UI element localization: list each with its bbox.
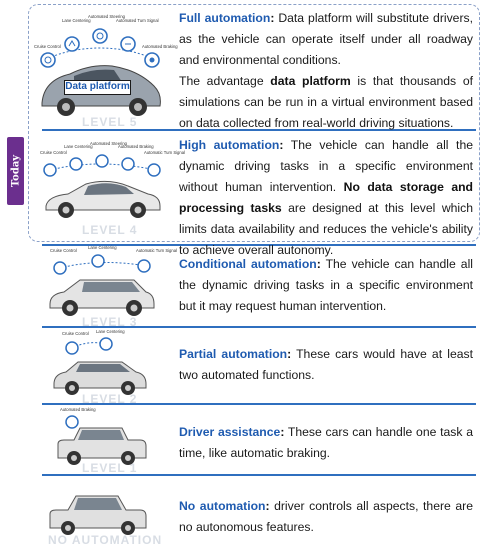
level1-label: LEVEL 1 (82, 461, 137, 475)
level4-feature-5: Automatic Turn Signal (144, 150, 185, 155)
level5-text-2a: The advantage (179, 74, 271, 88)
level3-illustration: LEVEL 3 Cruise Control Lane CenteringAuto… (49, 245, 177, 329)
level2-illustration: LEVEL 2 Cruise Control Lane Centering (53, 329, 147, 406)
level5-feature-3: Automated Turn Signal (116, 18, 159, 23)
separator-5 (42, 474, 476, 476)
level2-label: LEVEL 2 (82, 392, 137, 406)
level3-description: Conditional automation: The vehicle can … (179, 257, 473, 313)
level2-sensor-icon-1 (65, 341, 79, 355)
separator-2 (42, 244, 476, 246)
level5-sensor-icon-5 (144, 52, 160, 68)
level1-feature-1: Automated Braking (60, 407, 96, 412)
level4-sensor-icon-5 (147, 163, 161, 177)
level4-sensor-icon-2 (69, 157, 83, 171)
level5-sensor-icon-2 (64, 36, 80, 52)
level3-feature-1: Cruise Control (50, 248, 77, 253)
level5-sensor-icon-1 (40, 52, 56, 68)
level4-feature-3: Automated Steering (90, 141, 128, 146)
level5-feature-1: Lane Centering (62, 18, 91, 23)
level4-sensor-icon-3 (95, 154, 109, 168)
level5-feature-4: Cruise Control (34, 44, 61, 49)
level4-car-body (45, 180, 161, 211)
level5-text-1: Data platform will substitute drivers, a… (179, 11, 473, 67)
separator-3 (42, 326, 476, 328)
level5-sensor-icon-4 (120, 36, 136, 52)
today-tab: Today (7, 137, 24, 205)
level3-label: LEVEL 3 (82, 315, 137, 329)
data-platform-box: Data platform (64, 80, 131, 95)
level1-sensor-icon-1 (65, 415, 79, 429)
level5-title: Full automation (179, 11, 271, 25)
level2-title: Partial automation (179, 347, 288, 361)
level4-title: High automation (179, 138, 280, 152)
level0-illustration: NO AUTOMATION (48, 495, 161, 547)
level4-label: LEVEL 4 (82, 223, 137, 237)
level4-feature-2: Lane Centering (64, 144, 93, 149)
level1-title: Driver assistance (179, 425, 281, 439)
level4-text-1: The vehicle can handle all the dynamic d… (179, 138, 474, 194)
level3-feature-3: Automatic Turn Signal (136, 248, 177, 253)
level4-feature-1: Cruise Control (40, 150, 67, 155)
level3-feature-2: Lane Centering (88, 245, 117, 250)
level5-text-2c: is that thousands of simulations can be … (179, 74, 473, 130)
level5-feature-5: Automated Braking (142, 44, 178, 49)
level5-label: LEVEL 5 (82, 115, 137, 129)
level0-description: No automation: driver controls all aspec… (179, 499, 473, 534)
level5-sensor-icon-3 (92, 28, 108, 44)
level0-text-1: driver controls all aspects, there are n… (179, 499, 473, 534)
level4-sensor-icon-1 (43, 163, 57, 177)
level4-feature-4: Automated Braking (118, 144, 154, 149)
today-label: Today (10, 154, 21, 188)
separator-1 (42, 129, 476, 131)
level4-sensor-icon-4 (121, 157, 135, 171)
level2-description: Partial automation: These cars would hav… (179, 347, 473, 382)
level2-feature-1: Cruise Control (62, 331, 89, 336)
level3-sensor-icon-3 (137, 259, 151, 273)
level4-text-bold: No data storage and processing tasks (179, 180, 473, 215)
level0-label: NO AUTOMATION (48, 533, 162, 547)
level4-description: High automation: The vehicle can handle … (179, 138, 474, 257)
level3-sensor-icon-1 (53, 261, 67, 275)
level2-sensor-icon-2 (99, 337, 113, 351)
level0-car-body (49, 495, 147, 529)
level1-description: Driver assistance: These cars can handle… (179, 425, 474, 460)
level2-text-1: These cars would have at least two autom… (179, 347, 473, 382)
level5-feature-2: Automated Steering (88, 14, 126, 19)
level3-sensor-icon-2 (91, 254, 105, 268)
today-group-border (28, 4, 480, 242)
level3-title: Conditional automation (179, 257, 317, 271)
level2-feature-2: Lane Centering (96, 329, 125, 334)
level1-text-1: These cars can handle one task a time, l… (179, 425, 474, 460)
level1-illustration: LEVEL 1 Automated Braking (57, 407, 147, 475)
level4-text-2: are designed at this level which limits … (179, 201, 473, 257)
separator-4 (42, 403, 476, 405)
level5-description: Full automation: Data platform will subs… (179, 11, 473, 130)
level3-text-1: The vehicle can handle all the dynamic d… (179, 257, 473, 313)
level0-title: No automation (179, 499, 266, 513)
level5-text-2b: data platform (270, 74, 351, 88)
